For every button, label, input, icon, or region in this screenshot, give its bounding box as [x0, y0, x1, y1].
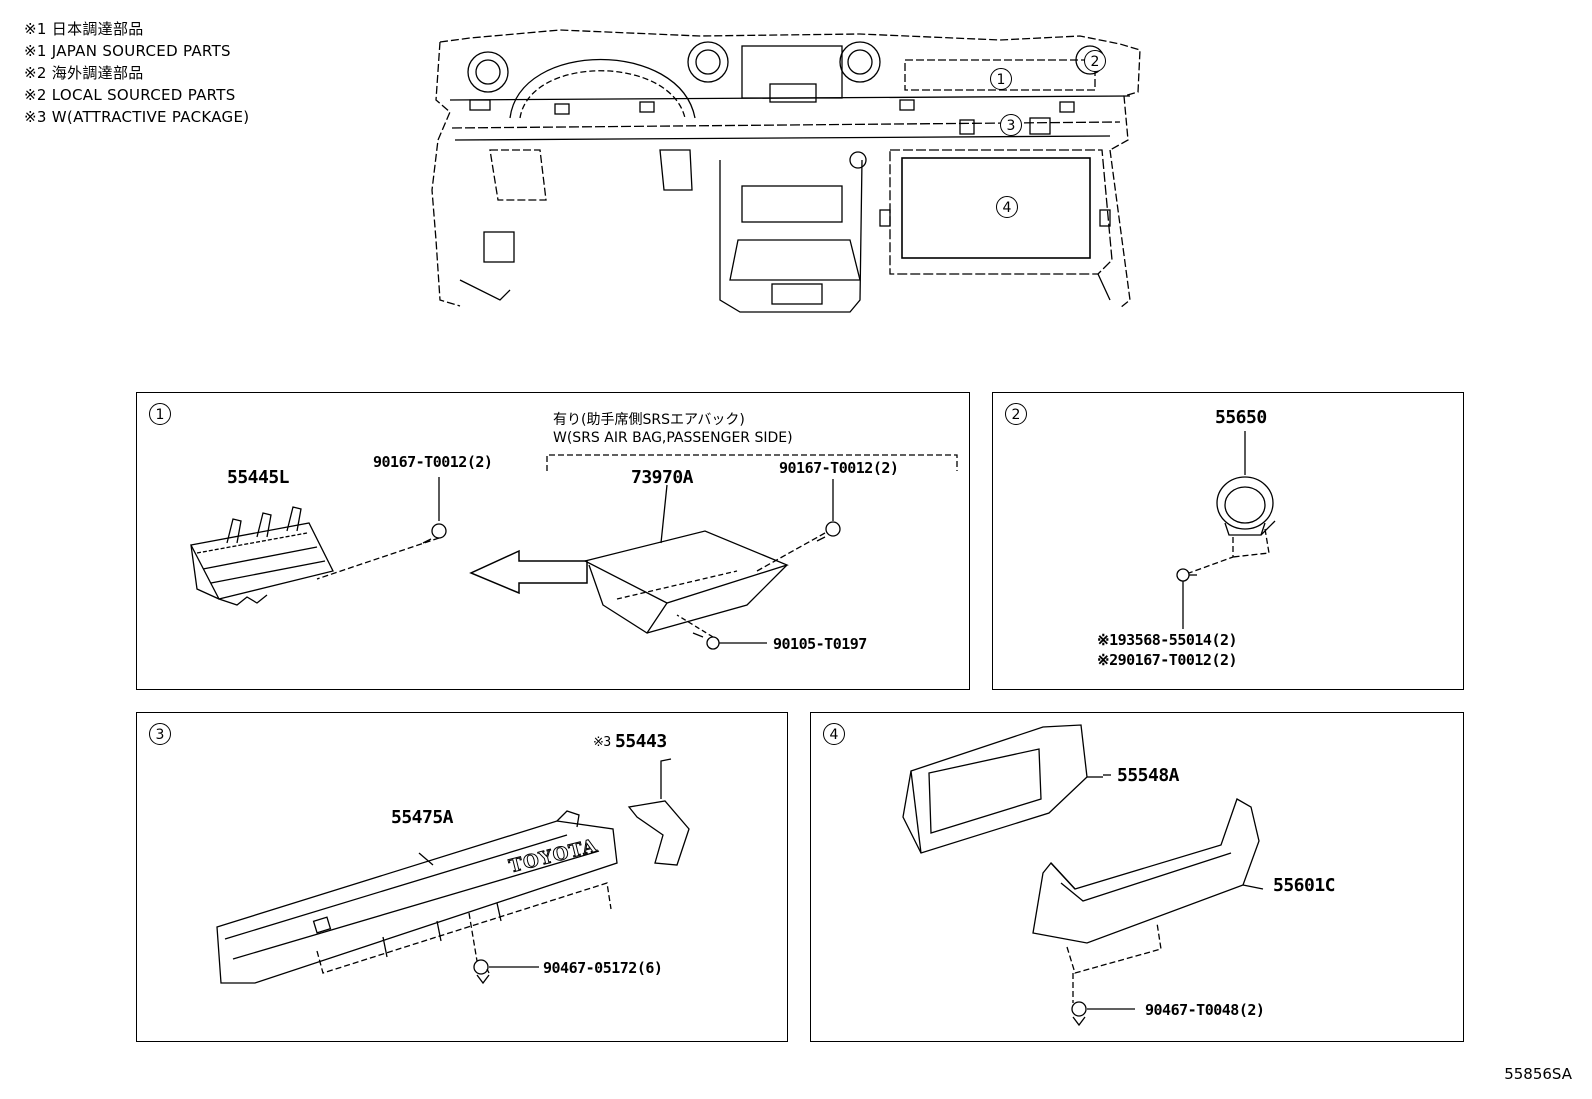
note-2-jp: ※2 海外調達部品: [24, 64, 144, 82]
part-73970A: 73970A: [631, 467, 694, 488]
panel-3-drawing: [216, 758, 690, 985]
part-90105-T0197: 90105-T0197: [773, 635, 867, 653]
panel-1-drawing: [190, 454, 958, 650]
part-55475A: 55475A: [391, 807, 454, 828]
panel-3-number: 3: [149, 723, 171, 745]
instrument-panel-overview: [431, 29, 1141, 313]
part-93568-55014: ※193568-55014(2): [1097, 631, 1238, 649]
part-55601C: 55601C: [1273, 875, 1336, 896]
srs-condition-en: W(SRS AIR BAG,PASSENGER SIDE): [553, 430, 793, 446]
panel-2: 2 55650 ※193568-55014(2) ※290167-T0012(2…: [992, 392, 1464, 690]
note-1-en: ※1 JAPAN SOURCED PARTS: [24, 42, 231, 60]
overview-callout-1: 1: [990, 68, 1012, 90]
part-55548A: 55548A: [1117, 765, 1180, 786]
panel-2-drawing: [1176, 431, 1276, 629]
part-55443: 55443: [615, 731, 667, 752]
note-2-en: ※2 LOCAL SOURCED PARTS: [24, 86, 236, 104]
panel-4-drawing: [902, 724, 1264, 1027]
part-90167-T0012-right: 90167-T0012(2): [779, 459, 899, 477]
diagram-code: 55856SA: [1504, 1065, 1572, 1083]
part-55650: 55650: [1215, 407, 1267, 428]
overview-callout-3: 3: [1000, 114, 1022, 136]
panel-1: 1 有り(助手席側SRSエアバック) W(SRS AIR BAG,PASSENG…: [136, 392, 970, 690]
panel-4: 4 55548A 55601C 90467-T0048(2): [810, 712, 1464, 1042]
panel-2-number: 2: [1005, 403, 1027, 425]
srs-condition-jp: 有り(助手席側SRSエアバック): [553, 412, 745, 428]
part-90167-T0012-left: 90167-T0012(2): [373, 453, 493, 471]
panel-1-number: 1: [149, 403, 171, 425]
overview-callout-2: 2: [1084, 50, 1106, 72]
part-90467-T0048: 90467-T0048(2): [1145, 1001, 1265, 1019]
part-55443-prefix: ※3: [593, 735, 611, 750]
part-55445L: 55445L: [227, 467, 290, 488]
note-1-jp: ※1 日本調達部品: [24, 20, 144, 38]
note-3-en: ※3 W(ATTRACTIVE PACKAGE): [24, 108, 250, 126]
part-90467-05172: 90467-05172(6): [543, 959, 663, 977]
overview-callout-4: 4: [996, 196, 1018, 218]
panel-3: 3 TOYOTA ※3 55443 55475A 90467-05172(6): [136, 712, 788, 1042]
part-90167-T0012: ※290167-T0012(2): [1097, 651, 1238, 669]
panel-4-number: 4: [823, 723, 845, 745]
